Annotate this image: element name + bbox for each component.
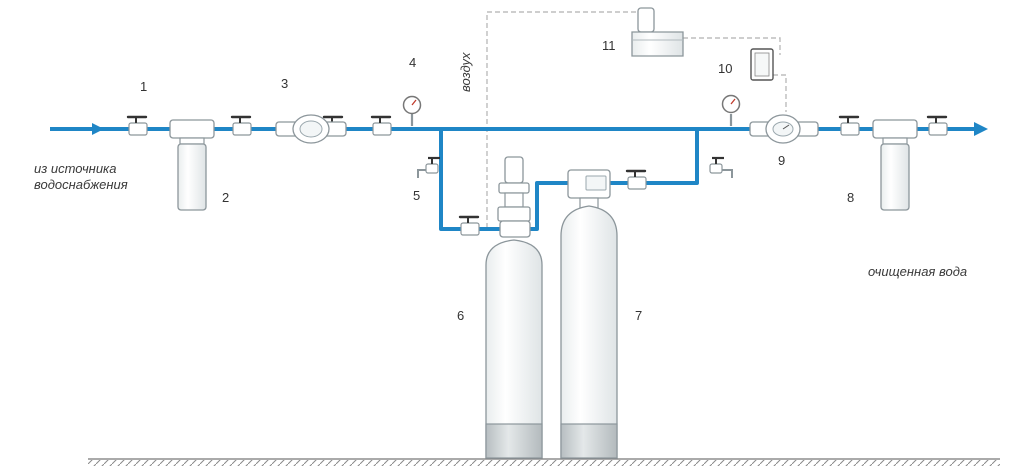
compressor-11-icon — [631, 7, 684, 57]
controller-10-icon — [750, 48, 774, 81]
pressure-gauge-4-icon — [402, 95, 422, 126]
label-4: 4 — [409, 55, 416, 70]
label-8: 8 — [847, 190, 854, 205]
label-10: 10 — [718, 61, 732, 76]
label-11: 11 — [602, 38, 616, 53]
inlet-arrow — [92, 123, 104, 135]
valve-1-icon — [126, 115, 149, 137]
cartridge-filter-2-icon — [169, 119, 215, 211]
label-9: 9 — [778, 153, 785, 168]
floor-ground — [88, 458, 1000, 466]
caption-source-line-2: водоснабжения — [34, 177, 128, 192]
air-line — [486, 11, 787, 228]
caption-source-line-1: из источника — [34, 161, 116, 176]
valve-inlet-icon — [230, 115, 253, 137]
label-2: 2 — [222, 190, 229, 205]
water-meter-3-icon — [275, 114, 347, 144]
outlet-arrow — [974, 122, 988, 136]
valve-after-8-b-icon — [926, 115, 949, 137]
label-5: 5 — [413, 188, 420, 203]
valve-tank7-outlet-icon — [625, 169, 648, 191]
label-7: 7 — [635, 308, 642, 323]
cartridge-filter-8-icon — [872, 119, 918, 211]
filter-tank-7-icon — [560, 169, 618, 459]
valve-after-8-a-icon — [838, 115, 861, 137]
valve-bypass-icon — [370, 115, 393, 137]
caption-clean-water: очищенная вода — [868, 264, 967, 279]
caption-air: воздух — [458, 52, 473, 92]
water-meter-9-icon — [749, 114, 819, 144]
label-3: 3 — [281, 76, 288, 91]
pressure-gauge-right-icon — [721, 94, 741, 126]
sample-tap-5-icon — [417, 156, 440, 178]
label-1: 1 — [140, 79, 147, 94]
sample-tap-right-icon — [709, 156, 733, 178]
valve-tank6-inlet-icon — [458, 215, 481, 237]
aeration-tank-6-icon — [485, 156, 543, 459]
label-6: 6 — [457, 308, 464, 323]
